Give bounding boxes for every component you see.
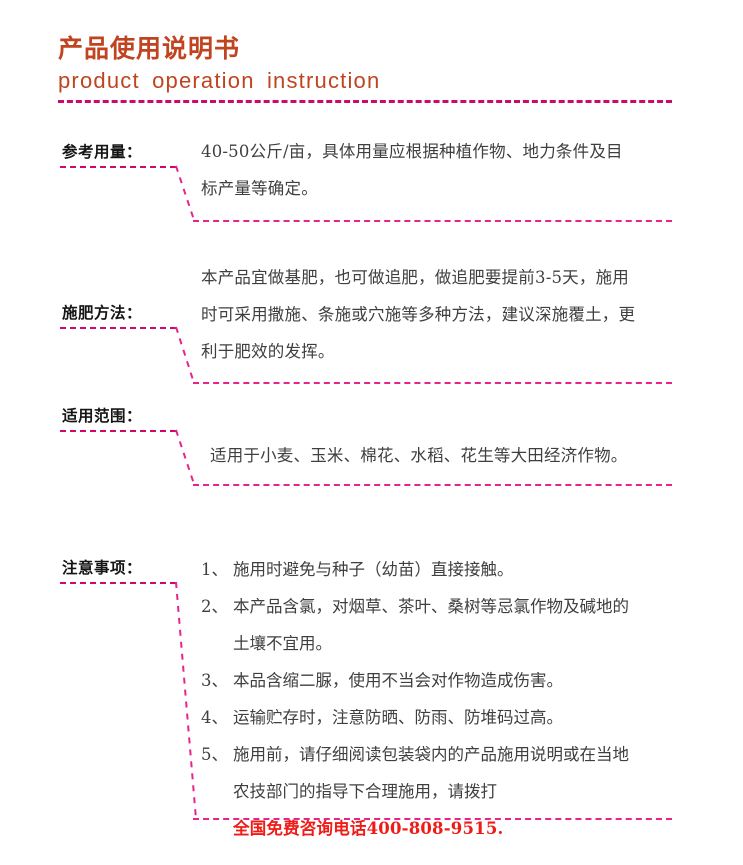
section-body-reference-dosage: 40-50公斤/亩，具体用量应根据种植作物、地力条件及目 标产量等确定。 — [201, 142, 623, 198]
section-label-precautions: 注意事项： — [62, 560, 143, 577]
list-item-number: 2、 — [201, 597, 228, 616]
precautions-list: 1、 施用时避免与种子（幼苗）直接接触。 2、 本产品含氯，对烟草、茶叶、桑树等… — [201, 551, 681, 847]
section-divider-2 — [193, 382, 672, 384]
section-body-scope: 适用于小麦、玉米、棉花、水稻、花生等大田经济作物。 — [210, 446, 628, 465]
connector-line-2 — [175, 326, 195, 384]
hotline-phone: 全国免费咨询电话400-808-9515. — [233, 819, 504, 838]
list-item-number: 4、 — [201, 708, 228, 727]
connector-line-1 — [175, 165, 195, 221]
list-item: 3、 本品含缩二脲，使用不当会对作物造成伤害。 — [201, 662, 681, 699]
section-label-reference-dosage: 参考用量： — [62, 144, 143, 161]
header-divider — [58, 100, 672, 103]
list-item-number: 5、 — [201, 745, 228, 764]
section-body-fertilizing-method: 本产品宜做基肥，也可做追肥，做追肥要提前3-5天，施用 时可采用撒施、条施或穴施… — [201, 268, 636, 361]
page-title-cn: 产品使用说明书 — [58, 35, 241, 63]
list-item: 5、 施用前，请仔细阅读包装袋内的产品施用说明或在当地 农技部门的指导下合理施用… — [201, 736, 681, 847]
header: 产品使用说明书 product operation instruction — [58, 34, 678, 94]
page-title-en: product operation instruction — [58, 67, 381, 93]
list-item-number: 1、 — [201, 560, 228, 579]
section-label-scope: 适用范围： — [62, 408, 143, 425]
list-item-text: 运输贮存时，注意防晒、防雨、防堆码过高。 — [233, 708, 563, 727]
list-item-number: 3、 — [201, 671, 228, 690]
list-item-text: 本品含缩二脲，使用不当会对作物造成伤害。 — [233, 671, 563, 690]
connector-line-3 — [175, 429, 195, 485]
section-divider-1 — [193, 220, 672, 222]
list-item-text: 本产品含氯，对烟草、茶叶、桑树等忌氯作物及碱地的 土壤不宜用。 — [233, 597, 629, 653]
list-item: 1、 施用时避免与种子（幼苗）直接接触。 — [201, 551, 681, 588]
connector-line-4 — [175, 581, 197, 820]
list-item-text: 施用时避免与种子（幼苗）直接接触。 — [233, 560, 514, 579]
list-item: 2、 本产品含氯，对烟草、茶叶、桑树等忌氯作物及碱地的 土壤不宜用。 — [201, 588, 681, 662]
section-divider-4 — [193, 818, 672, 820]
section-label-fertilizing-method: 施肥方法： — [62, 305, 143, 322]
list-item-text: 施用前，请仔细阅读包装袋内的产品施用说明或在当地 农技部门的指导下合理施用，请拨… — [233, 736, 681, 847]
section-divider-3 — [193, 484, 672, 486]
list-item: 4、 运输贮存时，注意防晒、防雨、防堆码过高。 — [201, 699, 681, 736]
